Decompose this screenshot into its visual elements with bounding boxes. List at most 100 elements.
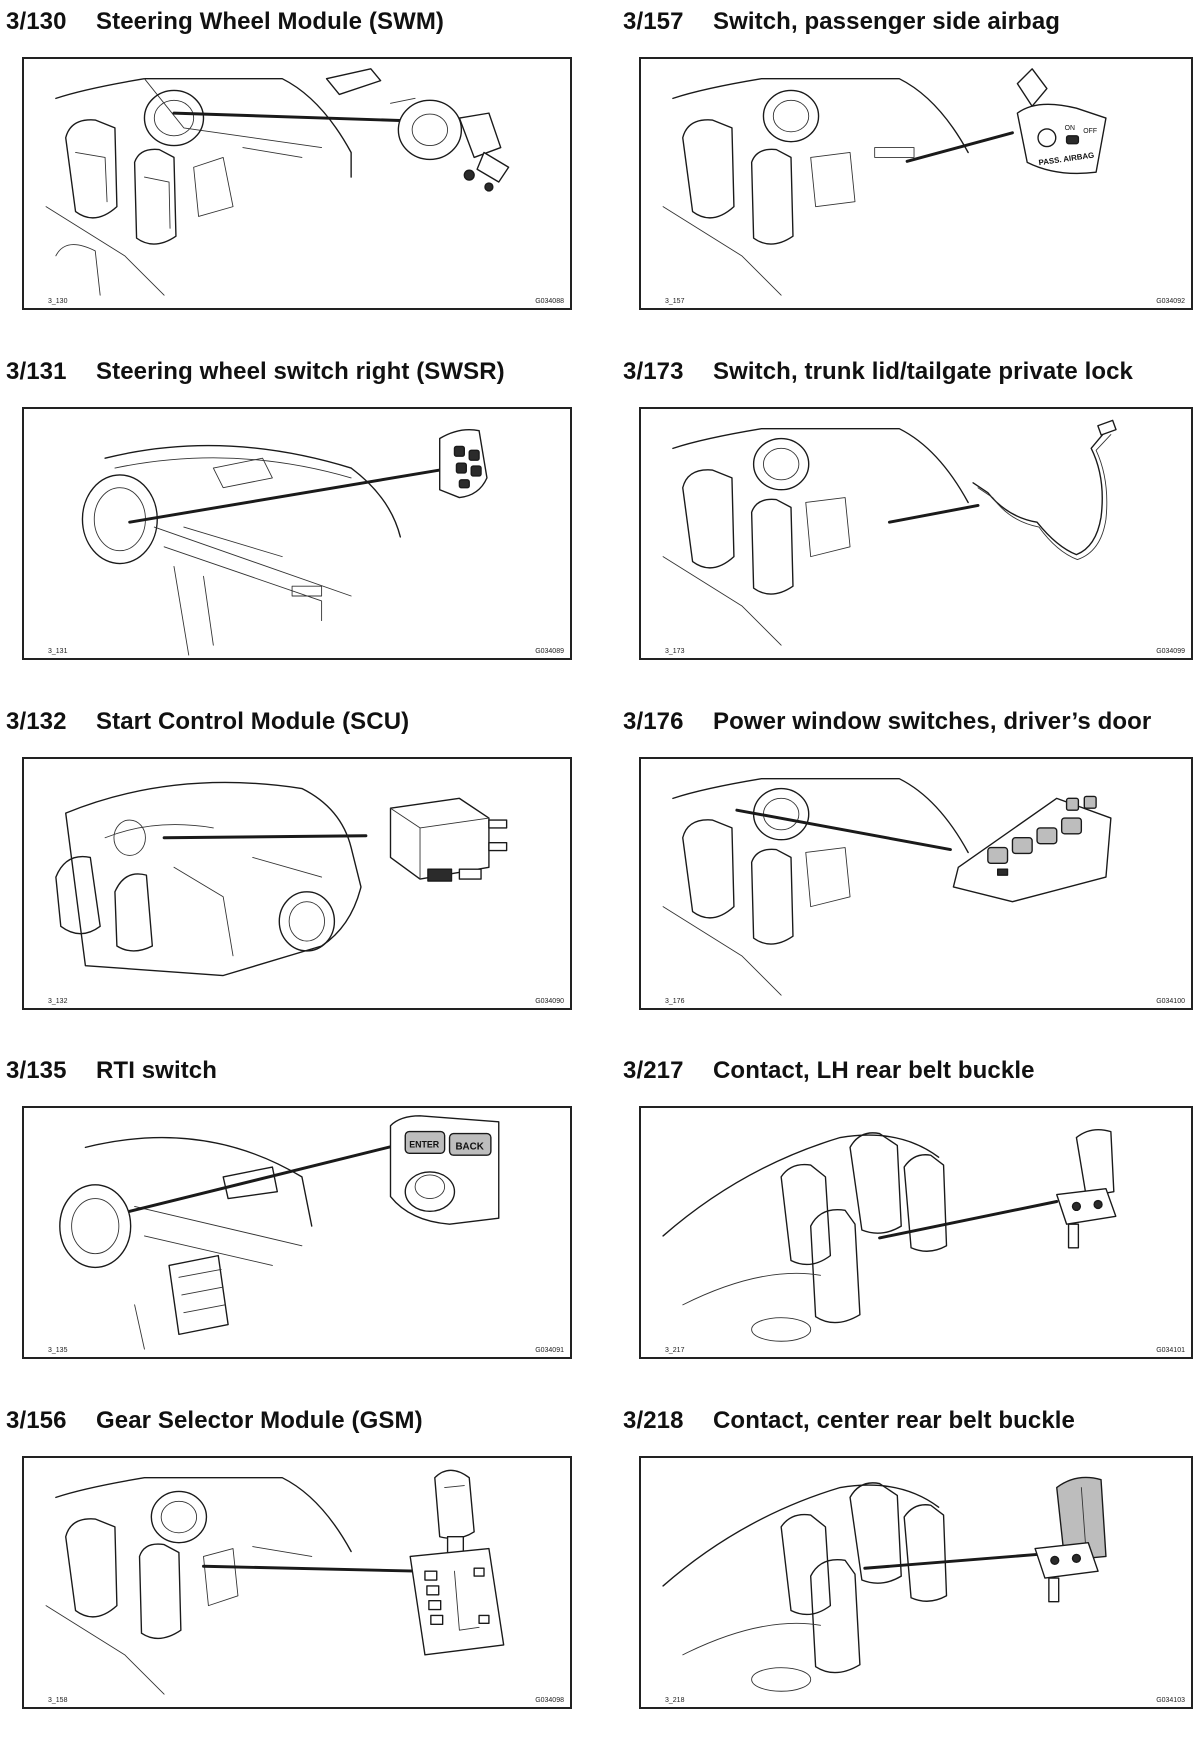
figure-ref-right: G034089 [535, 648, 564, 655]
entry-code: 3/156 [6, 1407, 67, 1434]
entry-label: Gear Selector Module (GSM) [96, 1407, 423, 1434]
entry-title: 3/132 Start Control Module (SCU) [6, 706, 409, 738]
entry-3-156: 3/156 Gear Selector Module (GSM) [0, 1399, 600, 1749]
figure-lh-belt-buckle: 3_217 G034101 [639, 1106, 1193, 1359]
steering-switch-panel-icon [439, 428, 488, 499]
entry-title: 3/135 RTI switch [6, 1055, 217, 1087]
interior-illustration: ON OFF PASS. AIRBAG [662, 68, 1107, 296]
rti-enter-label: ENTER [409, 1139, 440, 1149]
airbag-switch-icon: ON OFF PASS. AIRBAG [1016, 68, 1107, 175]
entry-code: 3/157 [623, 8, 684, 35]
leader-line [202, 1564, 422, 1573]
entry-title: 3/131 Steering wheel switch right (SWSR) [6, 356, 505, 388]
entry-title: 3/217 Contact, LH rear belt buckle [623, 1055, 1035, 1087]
figure-center-belt-buckle: 3_218 G034103 [639, 1456, 1193, 1709]
figure-ref-left: 3_157 [665, 298, 685, 305]
interior-illustration [662, 777, 1112, 996]
leader-line [162, 834, 368, 840]
entry-label: Start Control Module (SCU) [96, 708, 410, 735]
entry-3-130: 3/130 Steering Wheel Module (SWM) [0, 0, 600, 350]
figure-ref-left: 3_217 [665, 1347, 685, 1354]
entry-3-157: 3/157 Switch, passenger side airbag [617, 0, 1200, 350]
entry-code: 3/173 [623, 358, 684, 385]
entry-title: 3/157 Switch, passenger side airbag [623, 6, 1060, 38]
figure-ref-left: 3_135 [48, 1347, 68, 1354]
entry-label: RTI switch [96, 1057, 218, 1084]
figure-ref-right: G034091 [535, 1347, 564, 1354]
window-switch-panel-icon [952, 795, 1112, 903]
entry-title: 3/173 Switch, trunk lid/tailgate private … [623, 356, 1133, 388]
figure-ref-right: G034090 [535, 998, 564, 1005]
figure-swsr: 3_131 G034089 [22, 407, 572, 660]
leader-line [172, 111, 417, 123]
figure-ref-left: 3_132 [48, 998, 68, 1005]
entry-label: Switch, trunk lid/tailgate private lock [713, 358, 1133, 385]
figure-ref-right: G034101 [1156, 1347, 1185, 1354]
figure-ref-right: G034092 [1156, 298, 1185, 305]
figure-ref-right: G034103 [1156, 1697, 1185, 1704]
rear-seat-illustration [662, 1476, 1107, 1692]
entry-code: 3/217 [623, 1057, 684, 1084]
entry-label: Steering wheel switch right (SWSR) [96, 358, 505, 385]
rear-seat-illustration [662, 1128, 1117, 1342]
leader-line [128, 468, 442, 524]
entry-code: 3/218 [623, 1407, 684, 1434]
belt-buckle-icon [1034, 1476, 1107, 1603]
rti-switch-icon: ENTER BACK [389, 1115, 500, 1225]
rti-back-label: BACK [455, 1141, 483, 1152]
leader-line [905, 131, 1014, 163]
dashboard-illustration [81, 428, 488, 656]
entry-code: 3/132 [6, 708, 67, 735]
entry-label: Contact, LH rear belt buckle [713, 1057, 1035, 1084]
entry-3-176: 3/176 Power window switches, driver’s doo… [617, 700, 1200, 1050]
figure-swm: 3_130 G034088 [22, 57, 572, 310]
interior-illustration [662, 419, 1117, 646]
figure-gsm: 3_158 G034098 [22, 1456, 572, 1709]
entry-label: Switch, passenger side airbag [713, 8, 1061, 35]
figure-ref-left: 3_158 [48, 1697, 68, 1704]
entry-code: 3/131 [6, 358, 67, 385]
entry-title: 3/218 Contact, center rear belt buckle [623, 1405, 1075, 1437]
belt-buckle-icon [1056, 1128, 1117, 1249]
entry-3-132: 3/132 Start Control Module (SCU) [0, 700, 600, 1050]
dashboard-illustration: ENTER BACK [59, 1115, 500, 1350]
figure-ref-right: G034100 [1156, 998, 1185, 1005]
entry-3-135: 3/135 RTI switch [0, 1049, 600, 1399]
interior-illustration [45, 68, 510, 296]
leader-line [735, 808, 952, 852]
airbag-on-label: ON [1065, 125, 1075, 132]
figure-window-switches: 3_176 G034100 [639, 757, 1193, 1010]
entry-title: 3/130 Steering Wheel Module (SWM) [6, 6, 444, 38]
figure-ref-right: G034088 [535, 298, 564, 305]
entry-title: 3/176 Power window switches, driver’s doo… [623, 706, 1151, 738]
entry-3-217: 3/217 Contact, LH rear belt buckle [617, 1049, 1200, 1399]
leader-line [128, 1138, 422, 1213]
entry-label: Contact, center rear belt buckle [713, 1407, 1075, 1434]
car-illustration [55, 781, 508, 977]
figure-ref-left: 3_131 [48, 648, 68, 655]
entry-label: Power window switches, driver’s door [713, 708, 1152, 735]
figure-rti: ENTER BACK 3_135 G034091 [22, 1106, 572, 1359]
interior-illustration [45, 1469, 505, 1695]
leader-line [887, 503, 980, 524]
figure-scu: 3_132 G034090 [22, 757, 572, 1010]
entry-3-173: 3/173 Switch, trunk lid/tailgate private … [617, 350, 1200, 700]
figure-ref-left: 3_218 [665, 1697, 685, 1704]
control-module-icon [389, 797, 508, 882]
leader-line [863, 1552, 1039, 1570]
leader-line [878, 1200, 1059, 1240]
figure-ref-right: G034098 [535, 1697, 564, 1704]
entry-code: 3/135 [6, 1057, 67, 1084]
entry-3-218: 3/218 Contact, center rear belt buckle [617, 1399, 1200, 1749]
entry-label: Steering Wheel Module (SWM) [96, 8, 445, 35]
figure-ref-left: 3_176 [665, 998, 685, 1005]
figure-trunk-lock-switch: 3_173 G034099 [639, 407, 1193, 660]
entry-code: 3/176 [623, 708, 684, 735]
figure-ref-right: G034099 [1156, 648, 1185, 655]
entry-code: 3/130 [6, 8, 67, 35]
airbag-off-label: OFF [1083, 128, 1097, 135]
wiring-switch-icon [972, 419, 1117, 561]
entry-3-131: 3/131 Steering wheel switch right (SWSR) [0, 350, 600, 700]
figure-ref-left: 3_130 [48, 298, 68, 305]
